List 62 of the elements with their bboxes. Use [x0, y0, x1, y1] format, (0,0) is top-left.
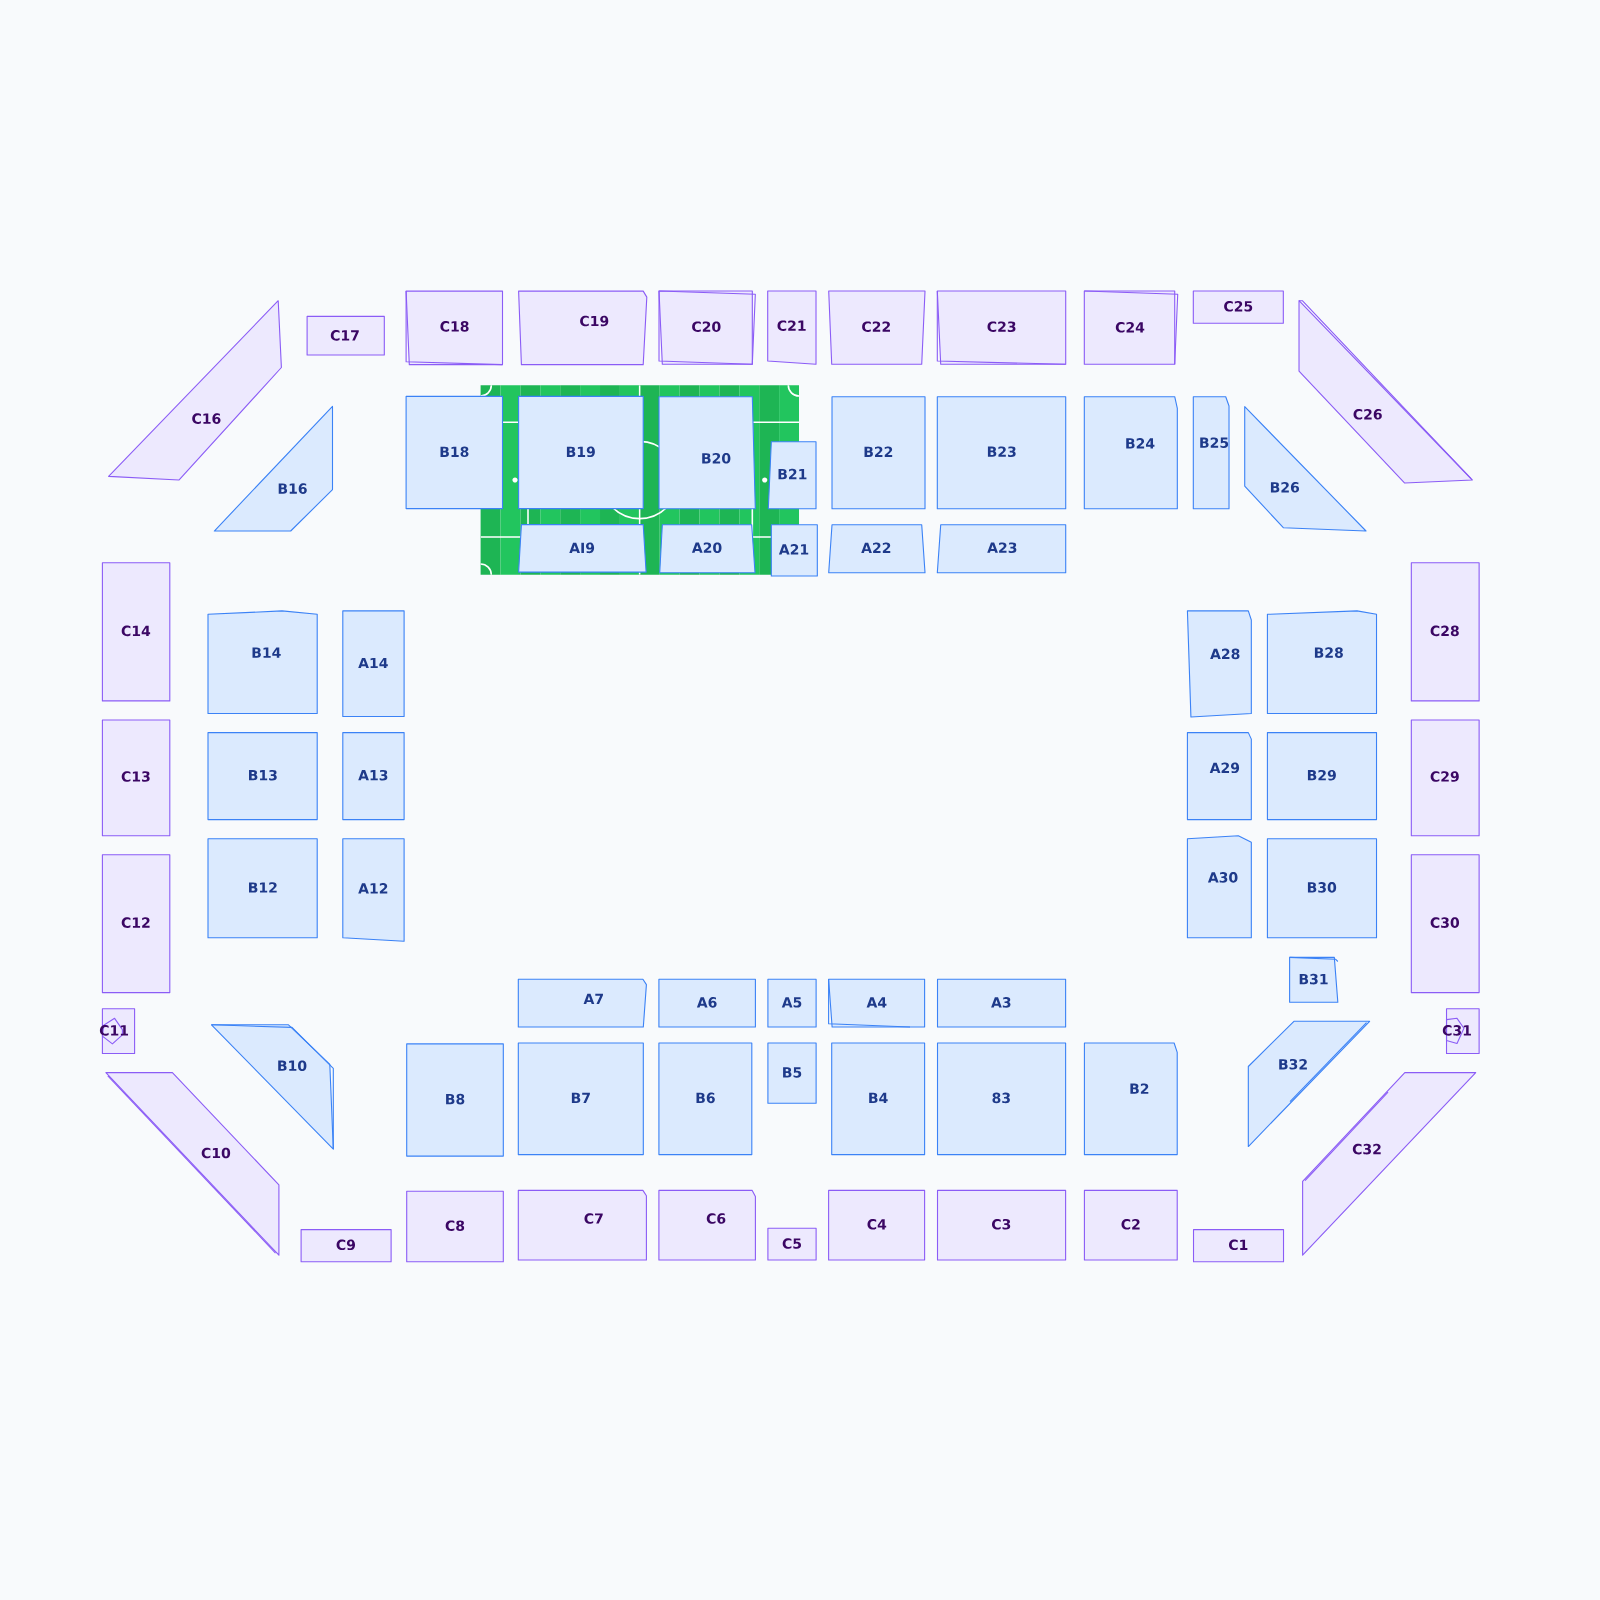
- seating-section: C29: [1410, 719, 1480, 837]
- seating-section: 83: [936, 1042, 1067, 1156]
- seating-section: C7: [517, 1189, 647, 1261]
- seating-section: B29: [1266, 732, 1378, 821]
- seating-section: C14: [101, 562, 171, 702]
- seating-section: C25: [1192, 290, 1284, 324]
- seating-section: A28: [1186, 610, 1252, 718]
- seating-section: C10: [105, 1072, 280, 1256]
- seating-section: C13: [101, 719, 171, 837]
- seating-section: B8: [406, 1043, 504, 1157]
- seating-section: C16: [108, 300, 282, 481]
- seating-section: C19: [518, 290, 648, 366]
- seating-section: B18: [405, 395, 504, 510]
- seating-section: A14: [342, 610, 405, 718]
- seating-section: C3: [936, 1189, 1067, 1261]
- seating-section: B2: [1083, 1042, 1178, 1156]
- seating-section: A30: [1186, 835, 1252, 939]
- seating-section: C9: [300, 1229, 392, 1263]
- seating-section: C6: [658, 1189, 756, 1261]
- seating-section: B4: [831, 1042, 926, 1156]
- seating-section: C5: [767, 1227, 817, 1261]
- seating-section: B6: [658, 1042, 753, 1156]
- seating-section: A20: [659, 524, 756, 574]
- seating-section: C22: [828, 290, 926, 365]
- seating-section: B20: [658, 396, 756, 510]
- seating-section: C12: [101, 854, 171, 994]
- seating-section: A7: [517, 978, 647, 1028]
- seating-section: C20: [658, 290, 756, 365]
- seating-section: C24: [1083, 290, 1179, 365]
- seating-section: B13: [207, 732, 318, 821]
- seating-section: C26: [1298, 300, 1473, 484]
- seating-section: A22: [828, 524, 926, 574]
- seating-section: A13: [342, 732, 405, 821]
- seating-section: C32: [1302, 1072, 1477, 1256]
- seating-section: A23: [936, 524, 1067, 574]
- seating-section: B25: [1192, 396, 1230, 510]
- seating-section: B24: [1083, 396, 1178, 510]
- seating-section: C30: [1410, 854, 1480, 994]
- seating-section: C1: [1192, 1229, 1285, 1263]
- seating-section: B12: [207, 838, 318, 939]
- seating-section: A6: [658, 978, 756, 1028]
- seating-section: C17: [306, 315, 385, 356]
- seating-section: C28: [1410, 562, 1480, 702]
- seating-section: B5: [767, 1042, 817, 1104]
- seating-section: B28: [1266, 610, 1378, 715]
- seating-section: B14: [207, 610, 318, 715]
- seating-section: B23: [936, 396, 1067, 510]
- seating-section: C23: [936, 290, 1067, 365]
- seating-section: A5: [767, 978, 817, 1028]
- seating-section: A12: [342, 838, 405, 942]
- seating-section: C4: [828, 1189, 926, 1261]
- seating-section: C2: [1083, 1189, 1178, 1261]
- seating-section: A29: [1186, 732, 1252, 821]
- seating-section: A3: [936, 978, 1067, 1028]
- seating-section: B7: [517, 1042, 644, 1156]
- seating-section: B31: [1289, 956, 1339, 1003]
- seating-section: C21: [767, 290, 817, 365]
- seating-section: B30: [1266, 838, 1378, 939]
- seating-section: C8: [406, 1190, 504, 1263]
- seating-section: A4: [828, 978, 926, 1028]
- seating-section: B22: [831, 396, 926, 510]
- seating-section: C18: [405, 290, 504, 366]
